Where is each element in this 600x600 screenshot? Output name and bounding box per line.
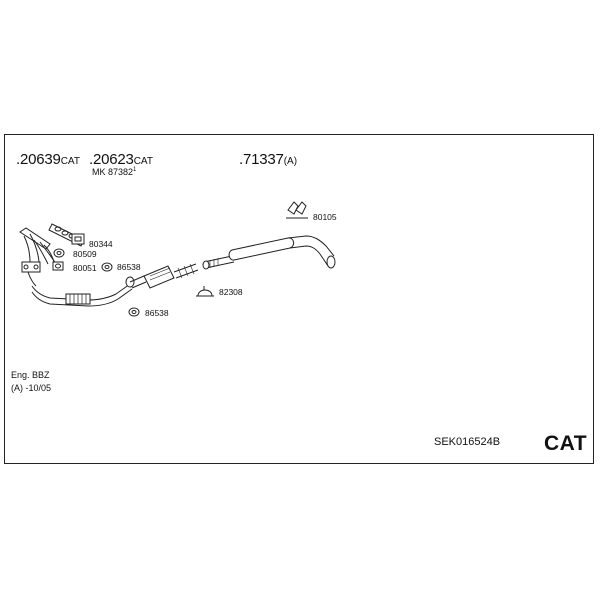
part-number-3: .71337(A) — [239, 151, 298, 168]
pipe-clamp-drawing — [196, 286, 214, 297]
callout-washer: 80509 — [73, 249, 97, 259]
exhaust-manifold-drawing — [19, 227, 57, 287]
date-range-note: (A) -10/05 — [11, 383, 52, 393]
catalytic-converter-drawing — [129, 263, 199, 289]
part-number-2-sub: MK 873821 — [92, 167, 137, 177]
callout-hanger: 80105 — [313, 212, 337, 222]
exhaust-hanger-drawing — [286, 201, 308, 219]
part-number-1: .20639CAT — [16, 151, 80, 168]
callout-gasket: 80344 — [89, 239, 113, 249]
rear-muffler-drawing — [202, 235, 336, 270]
bracket-drawing — [71, 233, 85, 245]
part-number-2: .20623CAT — [89, 151, 153, 168]
cat-badge: CAT — [544, 432, 588, 455]
callout-clamp: 82308 — [219, 287, 243, 297]
callout-rubber-mount: 86538 — [117, 262, 141, 272]
callout-rubber-mount-2: 86538 — [145, 308, 169, 318]
engine-note: Eng. BBZ — [11, 370, 50, 380]
washer-drawing — [52, 248, 65, 271]
kit-reference: SEK016524B — [434, 436, 501, 448]
rubber-mount-drawing — [101, 262, 140, 317]
front-pipe-drawing — [31, 283, 133, 307]
callout-bolt: 80051 — [73, 263, 97, 273]
